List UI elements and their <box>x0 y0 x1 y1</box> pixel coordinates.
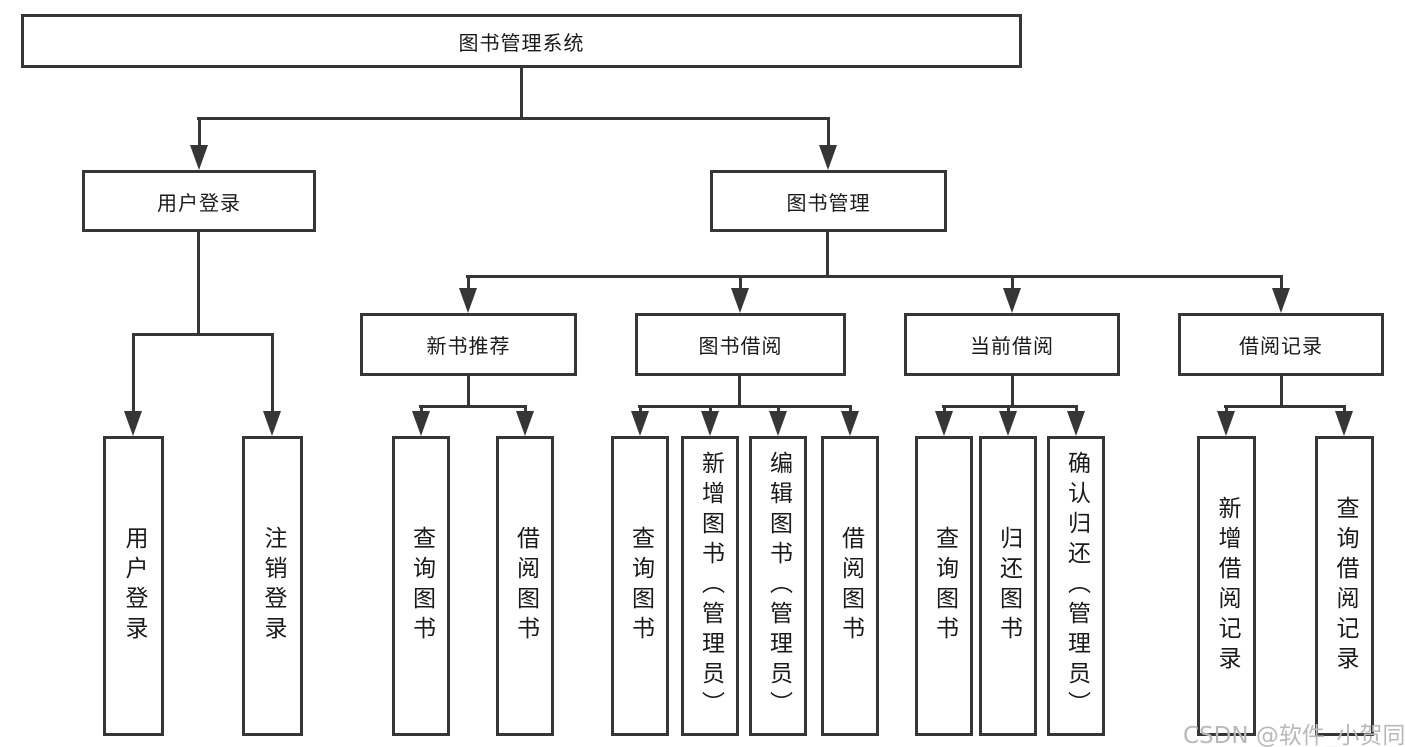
leaf-newbook-query-label: 查询图书 <box>408 526 435 646</box>
leaf-borrow-add-admin: 新增图书（管理员） <box>681 436 739 736</box>
leaf-records-add-label: 新增借阅记录 <box>1214 496 1240 676</box>
connector-records-crossbar <box>1224 405 1346 408</box>
arrow-down-icon <box>1217 411 1235 436</box>
arrow-down-icon <box>1067 411 1085 436</box>
arrow-down-icon <box>412 411 430 436</box>
connector-current-crossbar <box>942 405 1078 408</box>
leaf-user-login-label: 用户登录 <box>121 526 147 646</box>
node-borrow-records: 借阅记录 <box>1178 313 1384 376</box>
connector-bookmgmt-crossbar <box>466 275 1283 278</box>
connector-drop-leaf-login <box>132 334 135 414</box>
leaf-borrow-edit-admin-label: 编辑图书（管理员） <box>765 451 792 721</box>
arrow-down-icon <box>999 411 1017 436</box>
connector-drop-user-login <box>198 118 201 148</box>
connector-drop-leaf <box>1007 406 1010 414</box>
node-book-borrow: 图书借阅 <box>635 313 846 376</box>
connector-userlogin-crossbar <box>132 333 274 336</box>
arrow-down-icon <box>1335 411 1353 436</box>
leaf-records-query-label: 查询借阅记录 <box>1332 496 1358 676</box>
connector-records-stem <box>1280 376 1283 408</box>
arrow-down-icon <box>631 411 649 436</box>
connector-drop-new-book <box>467 276 470 290</box>
arrow-down-icon <box>841 411 859 436</box>
node-book-mgmt-branch-label: 图书管理 <box>786 190 871 215</box>
connector-drop-leaf <box>524 406 527 414</box>
leaf-logout: 注销登录 <box>242 436 303 736</box>
csdn-watermark: CSDN @软件_小贺同学 <box>1183 723 1405 747</box>
connector-drop-leaf <box>849 406 852 414</box>
leaf-newbook-query: 查询图书 <box>392 436 450 736</box>
leaf-newbook-borrow-label: 借阅图书 <box>512 526 539 646</box>
connector-drop-leaf <box>1343 406 1346 414</box>
connector-drop-current <box>1011 276 1014 290</box>
connector-root-crossbar <box>197 117 830 120</box>
arrow-down-icon <box>190 145 208 170</box>
connector-drop-leaf <box>709 406 712 414</box>
leaf-records-query: 查询借阅记录 <box>1315 436 1374 736</box>
arrow-down-icon <box>731 288 749 313</box>
arrow-down-icon <box>124 411 142 436</box>
arrow-down-icon <box>1003 288 1021 313</box>
node-book-borrow-label: 图书借阅 <box>698 334 783 358</box>
connector-root-stem <box>520 67 523 120</box>
connector-drop-leaf <box>1075 406 1078 414</box>
arrow-down-icon <box>935 411 953 436</box>
leaf-user-login: 用户登录 <box>103 436 164 736</box>
leaf-records-add: 新增借阅记录 <box>1197 436 1256 736</box>
connector-drop-borrow <box>739 276 742 290</box>
node-user-login-branch: 用户登录 <box>82 170 316 232</box>
connector-drop-leaf <box>420 406 423 414</box>
leaf-borrow-query: 查询图书 <box>611 436 669 736</box>
leaf-current-confirm-admin: 确认归还（管理员） <box>1047 436 1105 736</box>
connector-drop-book-mgmt <box>827 118 830 148</box>
leaf-current-return: 归还图书 <box>979 436 1037 736</box>
node-new-book-rec: 新书推荐 <box>360 313 577 376</box>
leaf-borrow-add-admin-label: 新增图书（管理员） <box>697 451 724 721</box>
node-current-borrow-label: 当前借阅 <box>970 334 1054 358</box>
connector-bookmgmt-stem <box>826 232 829 278</box>
node-root-label: 图书管理系统 <box>458 30 585 55</box>
arrow-down-icon <box>701 411 719 436</box>
leaf-borrow-borrow: 借阅图书 <box>821 436 879 736</box>
arrow-down-icon <box>819 145 837 170</box>
leaf-logout-label: 注销登录 <box>260 526 286 646</box>
arrow-down-icon <box>1272 288 1290 313</box>
arrow-down-icon <box>769 411 787 436</box>
connector-newbook-crossbar <box>419 405 527 408</box>
leaf-newbook-borrow: 借阅图书 <box>496 436 554 736</box>
connector-drop-leaf-logout <box>271 334 274 414</box>
connector-borrow-stem <box>738 376 741 408</box>
connector-userlogin-stem <box>197 232 200 336</box>
connector-drop-leaf <box>639 406 642 414</box>
leaf-borrow-query-label: 查询图书 <box>627 526 654 646</box>
leaf-borrow-edit-admin: 编辑图书（管理员） <box>749 436 807 736</box>
node-borrow-records-label: 借阅记录 <box>1239 334 1323 358</box>
arrow-down-icon <box>459 288 477 313</box>
node-current-borrow: 当前借阅 <box>904 313 1120 376</box>
leaf-current-return-label: 归还图书 <box>995 526 1022 646</box>
connector-drop-leaf <box>943 406 946 414</box>
leaf-current-confirm-admin-label: 确认归还（管理员） <box>1063 451 1090 721</box>
arrow-down-icon <box>263 411 281 436</box>
leaf-current-query-label: 查询图书 <box>931 526 958 646</box>
connector-current-stem <box>1011 376 1014 408</box>
node-book-mgmt-branch: 图书管理 <box>710 170 947 232</box>
connector-drop-leaf <box>777 406 780 414</box>
node-user-login-branch-label: 用户登录 <box>157 190 241 215</box>
connector-borrow-crossbar <box>638 405 852 408</box>
leaf-current-query: 查询图书 <box>915 436 973 736</box>
connector-newbook-stem <box>467 376 470 408</box>
node-new-book-rec-label: 新书推荐 <box>426 334 511 358</box>
arrow-down-icon <box>516 411 534 436</box>
leaf-borrow-borrow-label: 借阅图书 <box>837 526 864 646</box>
connector-drop-leaf <box>1225 406 1228 414</box>
node-root: 图书管理系统 <box>21 14 1022 68</box>
connector-drop-records <box>1280 276 1283 290</box>
